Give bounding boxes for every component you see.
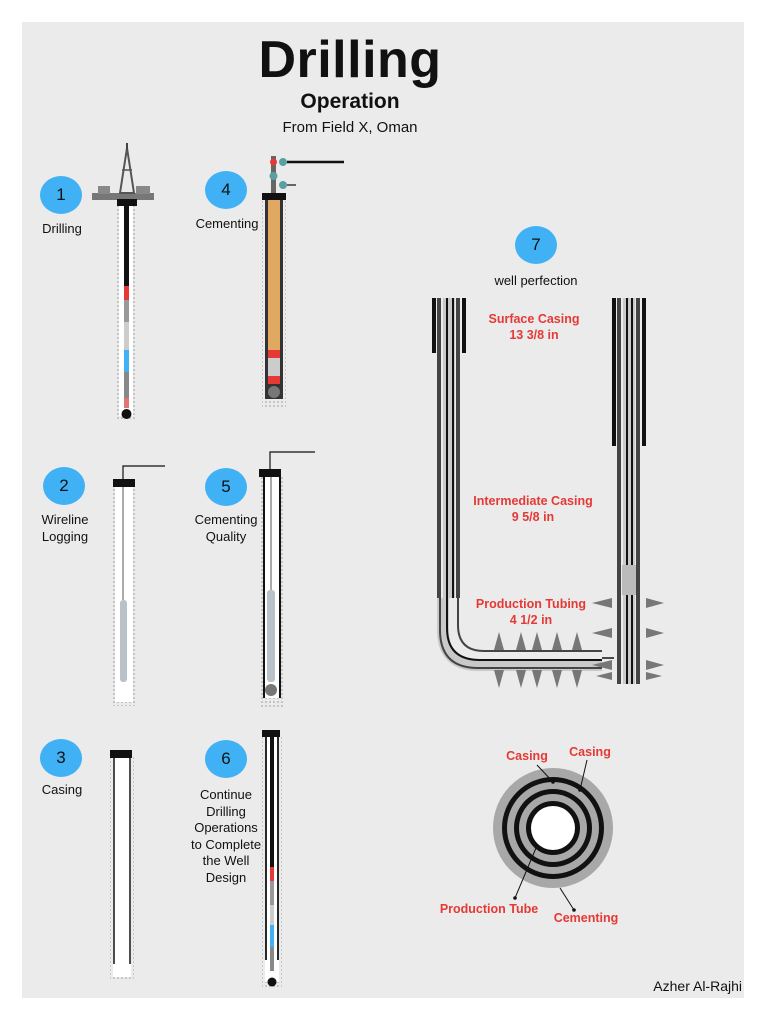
label-cementing: Cementing [553,911,619,925]
well-wireline-logging [112,465,165,706]
step-badge-1: 1 [40,176,82,214]
author-credit: Azher Al-Rajhi [653,978,742,994]
label-surface-casing: Surface Casing 13 3/8 in [488,312,580,342]
well-continue-drilling [262,730,282,988]
page-title: Drilling [258,31,442,89]
casing-cross-section [493,759,613,912]
well-casing [110,750,134,981]
page-subtitle: Operation [300,90,400,113]
step-label-wireline-logging: Wireline Logging [41,512,89,544]
well-cementing-quality [259,451,315,708]
wellhead-valve-icon [269,156,344,194]
label-casing-right: Casing [569,745,611,759]
perforated-well-schematic [432,298,664,688]
step-badge-3: 3 [40,739,82,777]
step-badge-6: 6 [205,740,247,778]
well-drilling [116,199,137,420]
step-label-drilling: Drilling [42,221,82,236]
step-badge-5: 5 [205,468,247,506]
label-intermediate-casing: Intermediate Casing 9 5/8 in [473,494,593,524]
step-badge-7: 7 [515,226,557,264]
step-label-cementing: Cementing [195,216,259,231]
label-production-tubing: Production Tubing 4 1/2 in [475,597,587,627]
label-casing-left: Casing [506,749,548,763]
label-production-tube: Production Tube [439,902,539,916]
drilling-rig-icon [92,143,154,200]
source-note: From Field X, Oman [282,119,418,136]
step-label-continue-drilling: Continue Drilling Operations to Complete… [190,787,262,885]
step-label-cementing-quality: Cementing Quality [194,512,258,544]
step-label-casing: Casing [41,782,83,797]
step-label-well-perfection: well perfection [494,273,578,288]
step-badge-4: 4 [205,171,247,209]
well-cementing [262,193,286,407]
step-badge-2: 2 [43,467,85,505]
